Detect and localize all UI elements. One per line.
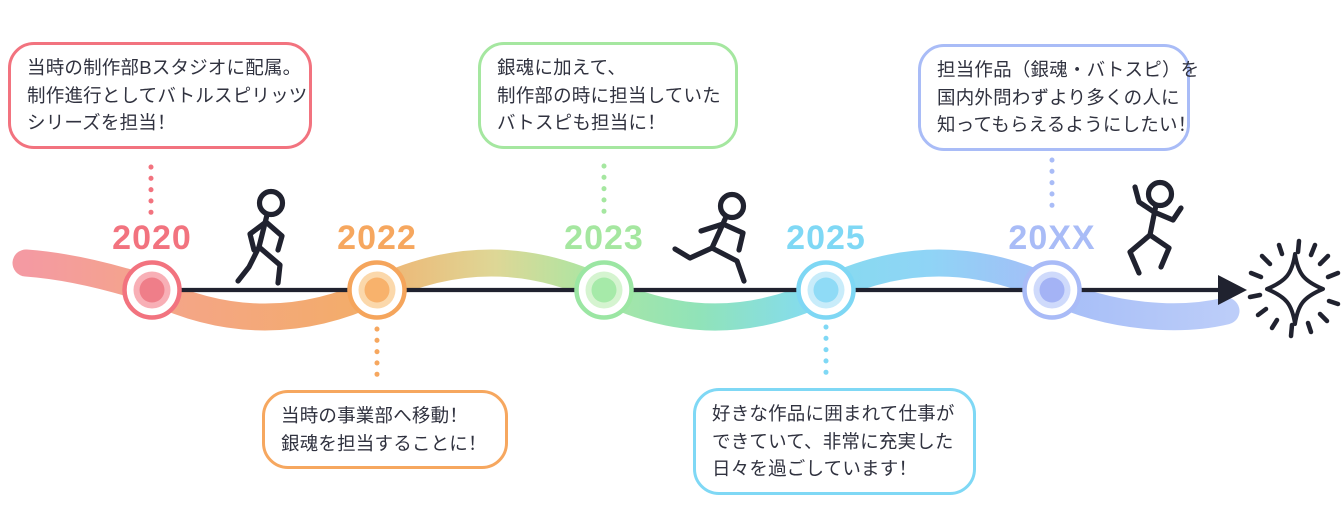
bubble-text-line: できていて、非常に充実した	[712, 430, 954, 452]
arrowhead-icon	[1218, 275, 1247, 305]
year-label-2020: 2020	[112, 219, 192, 257]
bubble-text-line: 銀魂に加えて、	[497, 57, 627, 78]
year-label-2023: 2023	[564, 219, 644, 257]
timeline-node-2025	[796, 260, 856, 320]
timeline-node-2022	[347, 260, 407, 320]
timeline-node-2023	[574, 260, 634, 320]
bubble-text-line: バトスピも担当に！	[497, 112, 666, 133]
bubble-text-line: 当時の制作部Bスタジオに配属。	[27, 57, 302, 78]
year-label-2022: 2022	[337, 219, 417, 257]
bubble-text-line: 制作進行としてバトルスピリッツ	[27, 84, 308, 106]
speech-bubble-20xx: 担当作品（銀魂・バトスピ）を 国内外問わずより多くの人に 知ってもらえるようにし…	[918, 44, 1200, 151]
speech-bubble-2022: 当時の事業部へ移動！ 銀魂を担当することに！	[262, 390, 508, 469]
bubble-text-line: 当時の事業部へ移動！	[281, 405, 469, 426]
bubble-text-line: シリーズを担当！	[27, 112, 176, 133]
walking-person-icon	[235, 188, 286, 286]
year-label-2025: 2025	[786, 219, 866, 257]
bubble-text-line: 担当作品（銀魂・バトスピ）を	[937, 59, 1200, 80]
speech-bubble-2020: 当時の制作部Bスタジオに配属。 制作進行としてバトルスピリッツ シリーズを担当！	[8, 42, 312, 149]
bubble-text-line: 日々を過ごしています！	[712, 458, 918, 479]
running-person-icon	[672, 191, 747, 284]
bubble-text-line: 制作部の時に担当していた	[497, 84, 721, 106]
bubble-text-line: 知ってもらえるようにしたい！	[937, 114, 1197, 135]
sparkle-icon	[1247, 238, 1341, 339]
year-label-20xx: 20XX	[1008, 219, 1095, 257]
jumping-person-icon	[1127, 179, 1184, 276]
speech-bubble-2025: 好きな作品に囲まれて仕事が できていて、非常に充実した 日々を過ごしています！	[693, 388, 976, 495]
bubble-text-line: 好きな作品に囲まれて仕事が	[712, 403, 955, 424]
bubble-text-line: 銀魂を担当することに！	[281, 432, 487, 454]
speech-bubble-2023: 銀魂に加えて、 制作部の時に担当していた バトスピも担当に！	[478, 42, 738, 149]
timeline-node-20xx	[1022, 260, 1082, 320]
timeline-node-2020	[122, 260, 182, 320]
bubble-text-line: 国内外問わずより多くの人に	[937, 86, 1180, 108]
